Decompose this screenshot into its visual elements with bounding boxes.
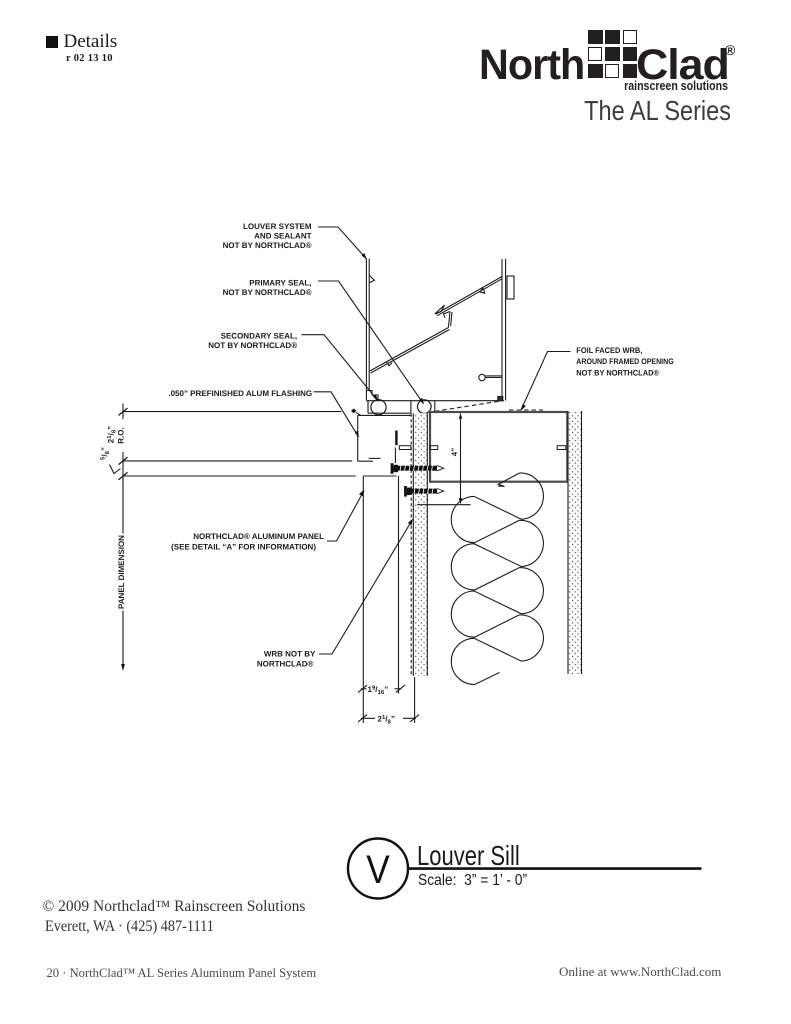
svg-text:4”: 4” — [450, 448, 459, 456]
svg-text:(SEE DETAIL “A” FOR INFORMATIO: (SEE DETAIL “A” FOR INFORMATION) — [171, 543, 316, 552]
svg-text:NOT BY NORTHCLAD®: NOT BY NORTHCLAD® — [223, 288, 312, 297]
svg-text:AROUND FRAMED OPENING: AROUND FRAMED OPENING — [576, 357, 673, 366]
svg-text:19/16”: 19/16” — [368, 685, 389, 696]
svg-text:.050” PREFINISHED ALUM FLASHIN: .050” PREFINISHED ALUM FLASHING — [168, 389, 312, 398]
svg-text:5/8”: 5/8” — [100, 447, 111, 460]
svg-text:FOIL FACED WRB,: FOIL FACED WRB, — [576, 346, 642, 355]
svg-text:NORTHCLAD® ALUMINUM PANEL: NORTHCLAD® ALUMINUM PANEL — [193, 532, 324, 541]
svg-text:WRB NOT BY: WRB NOT BY — [264, 650, 316, 659]
svg-text:NOT BY NORTHCLAD®: NOT BY NORTHCLAD® — [208, 341, 297, 350]
svg-text:R.O.: R.O. — [117, 427, 126, 443]
svg-text:NORTHCLAD®: NORTHCLAD® — [257, 660, 314, 669]
svg-text:21/8”: 21/8” — [378, 714, 395, 725]
svg-text:PRIMARY SEAL,: PRIMARY SEAL, — [249, 279, 311, 288]
svg-text:21/8”: 21/8” — [106, 426, 117, 443]
svg-text:PANEL DIMENSION: PANEL DIMENSION — [117, 535, 126, 609]
svg-text:NOT BY NORTHCLAD®: NOT BY NORTHCLAD® — [576, 369, 659, 378]
svg-text:LOUVER SYSTEM: LOUVER SYSTEM — [243, 222, 312, 231]
svg-text:NOT BY NORTHCLAD®: NOT BY NORTHCLAD® — [223, 241, 312, 250]
svg-text:AND SEALANT: AND SEALANT — [254, 231, 311, 240]
svg-text:SECONDARY SEAL,: SECONDARY SEAL, — [221, 332, 297, 341]
svg-text:V: V — [366, 848, 390, 892]
